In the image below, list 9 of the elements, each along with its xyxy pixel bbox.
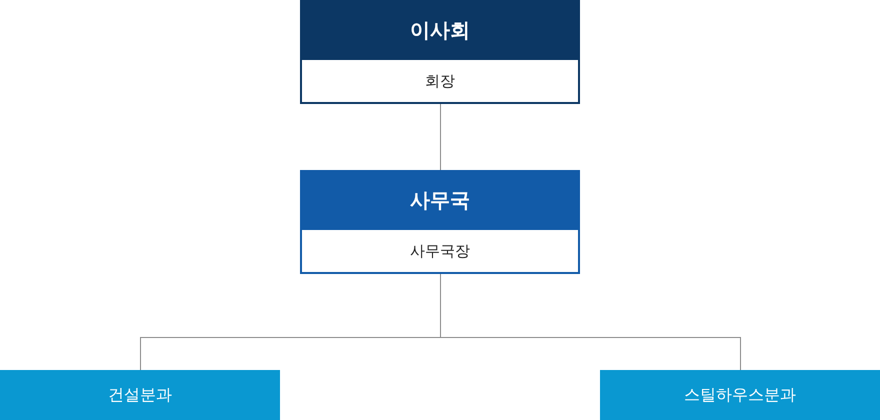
- role-label: 사무국장: [410, 242, 470, 260]
- division-box: 스틸하우스분과: [600, 370, 880, 420]
- connector-line: [440, 104, 441, 170]
- role-label: 회장: [425, 72, 455, 90]
- title-band: 사무국: [300, 170, 580, 230]
- org-box: [300, 170, 580, 274]
- org-box: [300, 0, 580, 104]
- division-box: 건설분과: [0, 370, 280, 420]
- title-band: 이사회: [300, 0, 580, 60]
